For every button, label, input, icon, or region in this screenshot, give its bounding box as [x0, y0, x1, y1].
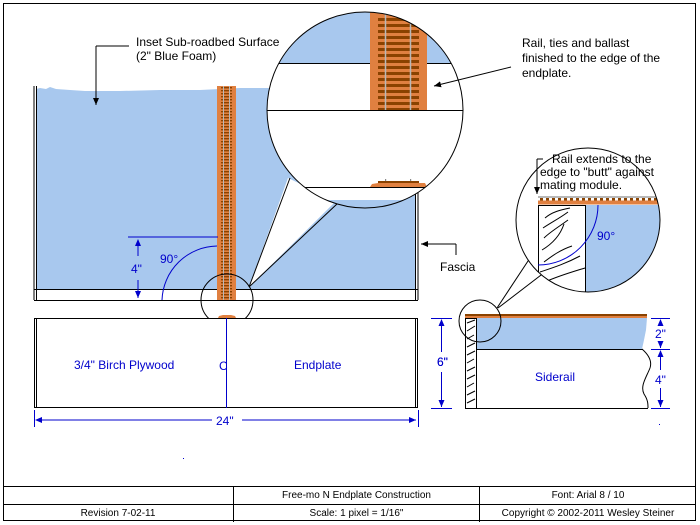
- drawing-title: Free-mo N Endplate Construction: [233, 487, 479, 504]
- rail-extends-label-3: mating module.: [540, 178, 622, 192]
- dim-6-siderail-label: 6": [437, 355, 448, 369]
- inset-surface-label-1: Inset Sub-roadbed Surface: [136, 35, 280, 49]
- revision: Revision 7-02-11: [80, 508, 156, 519]
- siderail-view: Siderail 2" 4" 6": [432, 257, 670, 409]
- drawing-border: [3, 3, 696, 521]
- scale: Scale: 1 pixel = 1/16": [233, 505, 479, 522]
- rail-extends-label-2: edge to "butt" against: [540, 165, 655, 179]
- dim-24-label: 24": [216, 414, 234, 428]
- fascia-label: Fascia: [440, 260, 476, 274]
- siderail-foam: [476, 318, 647, 349]
- plywood-label: 3/4" Birch Plywood: [74, 358, 174, 372]
- siderail-label: Siderail: [535, 370, 575, 384]
- title-block: Free-mo N Endplate Construction Font: Ar…: [3, 486, 695, 523]
- endplate-track-profile: [218, 315, 236, 318]
- inset-surface-label-2: (2" Blue Foam): [136, 49, 216, 63]
- rail-extends-label-1: Rail extends to the: [552, 152, 652, 166]
- siderail-break-line: [641, 348, 652, 409]
- font-info: Font: Arial 8 / 10: [479, 487, 696, 504]
- rail-ties-label-2: finished to the edge of the: [522, 51, 660, 65]
- endplate-view: C 3/4" Birch Plywood Endplate 24" 6": [34, 315, 452, 428]
- magnified-track-detail: Rail, ties and ballast finished to the e…: [266, 11, 660, 209]
- endplate-grain: [538, 205, 586, 292]
- title-cell-empty: [3, 487, 233, 504]
- detail-circle-corner: [458, 299, 502, 343]
- angle-main-label: 90°: [160, 252, 178, 266]
- copyright: Copyright © 2002-2011 Wesley Steiner: [479, 505, 696, 522]
- rail-ties-label-3: endplate.: [522, 66, 571, 80]
- dim-2-label: 2": [655, 327, 666, 341]
- rail-ties-label-1: Rail, ties and ballast: [522, 36, 630, 50]
- dim-4-main-label: 4": [131, 262, 142, 276]
- centerline-symbol: C: [219, 359, 228, 373]
- endplate-section: [465, 318, 477, 409]
- ties-strip: [221, 86, 232, 300]
- title-block-row-1: Free-mo N Endplate Construction Font: Ar…: [3, 487, 695, 504]
- dim-4-siderail-label: 4": [655, 373, 666, 387]
- magnified-corner-detail: 90° Rail extends to the edge to "butt" a…: [515, 147, 661, 293]
- dim-6-endplate-label: 6": [437, 355, 448, 369]
- magnified-ties: [378, 15, 419, 110]
- endplate-label: Endplate: [294, 358, 342, 372]
- angle-arc-main: [161, 245, 218, 301]
- title-block-row-2: Revision 7-02-11 Scale: 1 pixel = 1/16" …: [3, 504, 695, 522]
- angle-detail-label: 90°: [597, 229, 615, 243]
- angle-arc-detail: [537, 204, 599, 266]
